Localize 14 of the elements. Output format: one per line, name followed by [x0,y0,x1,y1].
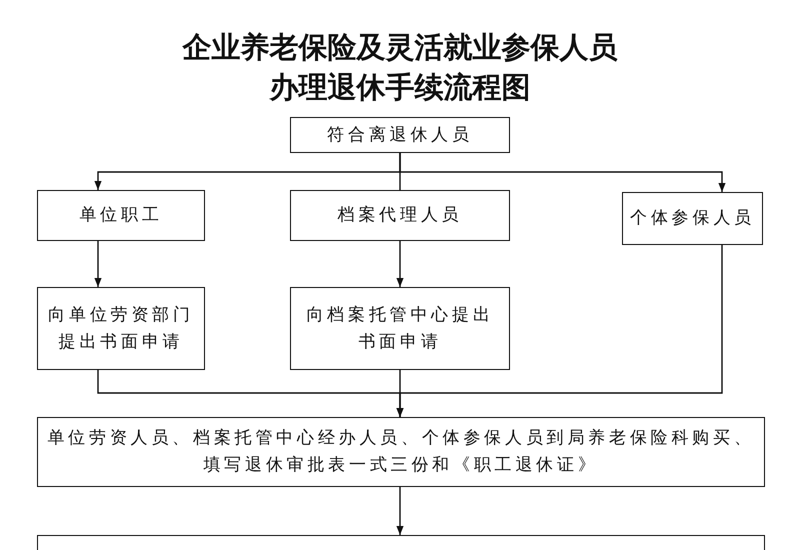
arrow [396,241,404,287]
arrow [396,370,404,417]
arrow [396,487,404,535]
arrow [399,153,726,192]
process-box: 单位劳资人员、档案托管中心经办人员、个体参保人员到局养老保险科购买、填写退休审批表一式三份和《职工退休证》 [37,417,765,487]
process-box: 档案代理人员 [290,190,510,241]
process-box: 向档案托管中心提出书面申请 [290,287,510,370]
process-box [37,535,765,550]
process-box: 个体参保人员 [622,192,763,245]
process-box: 符合离退休人员 [290,117,510,153]
arrow [94,241,102,287]
title: 企业养老保险及灵活就业参保人员办理退休手续流程图 [181,29,618,106]
process-box: 向单位劳资部门提出书面申请 [37,287,205,370]
process-box: 单位职工 [37,190,205,241]
